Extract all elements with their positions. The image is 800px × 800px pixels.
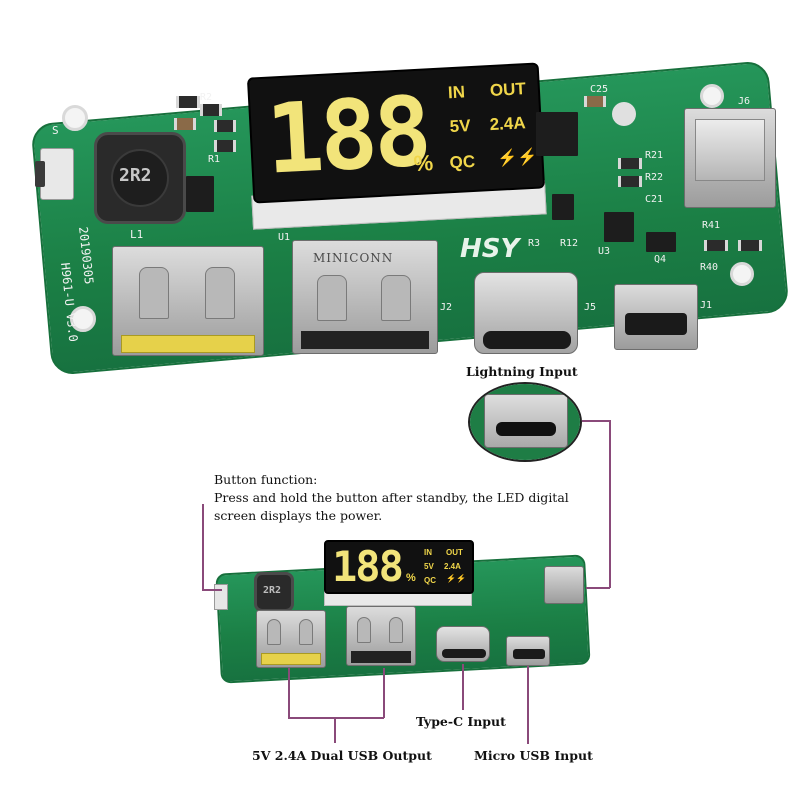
top-lcd-digits: 188 <box>263 75 431 196</box>
top-lcd-display: 188 % IN OUT 5V 2.4A QC ⚡⚡ <box>246 62 546 204</box>
bottom-micro-usb-port <box>506 636 550 666</box>
bottom-lcd-in: IN <box>424 548 432 557</box>
top-ic-u3 <box>604 212 634 242</box>
silk-j5: J5 <box>584 302 597 313</box>
micro-usb-callout-line <box>527 666 529 744</box>
usb-output-line-right <box>383 668 385 718</box>
smd-resistor <box>214 140 236 152</box>
silk-r21: R21 <box>645 150 664 161</box>
silk-c25: C25 <box>590 84 609 95</box>
bottom-lcd-digits: 188 <box>332 542 404 591</box>
silk-logo: HSY <box>460 234 520 264</box>
silk-r1: R1 <box>208 154 221 165</box>
top-lightning-port <box>684 108 776 208</box>
silk-l1: L1 <box>130 228 144 241</box>
smd-resistor <box>618 158 642 169</box>
bottom-inductor-label: 2R2 <box>263 585 282 596</box>
button-function-line-1: Press and hold the button after standby,… <box>214 490 569 505</box>
silk-q4: Q4 <box>654 254 667 265</box>
bottom-lcd-qc: QC <box>424 576 436 585</box>
usb-output-line-left <box>288 668 290 718</box>
mounting-hole-top-right <box>700 84 724 108</box>
top-lcd-bolts: ⚡⚡ <box>497 148 538 168</box>
silk-u3: U3 <box>598 246 611 257</box>
top-usb-a-port-2: MINICONN <box>292 240 438 354</box>
bottom-lcd-5v: 5V <box>424 562 434 571</box>
usb-output-line-bottom <box>288 717 384 719</box>
smd-capacitor <box>612 102 636 126</box>
smd-resistor <box>618 176 642 187</box>
bottom-lcd-percent: % <box>406 572 416 584</box>
silk-c21: C21 <box>645 194 664 205</box>
bottom-usb-a-port-2 <box>346 606 416 666</box>
lightning-input-label: Lightning Input <box>466 364 578 379</box>
silk-j1: J1 <box>700 300 713 311</box>
top-inductor-label: 2R2 <box>119 165 152 186</box>
dual-usb-output-label: 5V 2.4A Dual USB Output <box>252 748 432 763</box>
silk-r2: R2 <box>200 92 213 103</box>
usb-output-line-stem <box>334 717 336 743</box>
top-lcd-percent: % <box>412 150 434 177</box>
smd-resistor <box>214 120 236 132</box>
lightning-callout-line-vertical <box>609 420 611 588</box>
button-function-line-2: screen displays the power. <box>214 508 383 523</box>
typec-input-label: Type-C Input <box>416 714 506 729</box>
smd-resistor <box>176 96 200 108</box>
smd-resistor <box>200 104 222 116</box>
top-lcd-5v: 5V <box>449 116 472 137</box>
silk-j2: J2 <box>440 302 453 313</box>
top-inductor: 2R2 <box>94 132 186 224</box>
usb-brand-label: MINICONN <box>313 251 394 265</box>
bottom-lcd-out: OUT <box>446 548 463 557</box>
smd-resistor <box>738 240 762 251</box>
top-lcd-2-4a: 2.4A <box>489 113 527 135</box>
silk-r22: R22 <box>645 172 664 183</box>
bottom-lcd-display: 188 % IN OUT 5V 2.4A QC ⚡⚡ <box>324 540 474 594</box>
silk-s: S <box>52 124 59 137</box>
top-lcd-qc: QC <box>449 151 476 173</box>
lightning-callout-line-horizontal-top <box>582 420 610 422</box>
top-lcd-in: IN <box>447 82 466 103</box>
silk-r3: R3 <box>528 238 541 249</box>
smd-chip <box>186 176 214 212</box>
top-micro-usb-port <box>614 284 698 350</box>
mounting-hole-top-left <box>62 105 88 131</box>
silk-r40: R40 <box>700 262 719 273</box>
top-ic-q4 <box>646 232 676 252</box>
smd-resistor <box>704 240 728 251</box>
bottom-lcd-2-4a: 2.4A <box>444 562 461 571</box>
bottom-lightning-port <box>544 566 584 604</box>
silk-r41: R41 <box>702 220 721 231</box>
mounting-hole-bottom-right <box>730 262 754 286</box>
smd-capacitor <box>584 96 606 107</box>
button-callout-line-vertical <box>202 504 204 590</box>
top-push-button <box>35 148 74 200</box>
bottom-pcb-photo: 2R2 188 % IN OUT 5V 2.4A QC ⚡⚡ <box>214 540 594 684</box>
top-pcb-photo: S 2R2 R2 R1 188 % IN OUT 5V 2.4A QC ⚡⚡ R… <box>0 0 800 376</box>
micro-usb-input-label: Micro USB Input <box>474 748 593 763</box>
top-ic <box>536 112 578 156</box>
top-typec-port <box>474 272 578 354</box>
silk-j6: J6 <box>738 96 751 107</box>
lightning-callout-line-horizontal-bottom <box>586 587 610 589</box>
top-lcd-out: OUT <box>489 79 527 101</box>
lightning-zoom-circle <box>468 382 582 462</box>
top-usb-a-port-1 <box>112 246 264 356</box>
top-ic-small <box>552 194 574 220</box>
bottom-lcd-bolts: ⚡⚡ <box>446 574 466 583</box>
typec-callout-line <box>462 664 464 710</box>
silk-r12: R12 <box>560 238 579 249</box>
bottom-typec-port <box>436 626 490 662</box>
bottom-push-button <box>214 584 228 610</box>
button-function-title: Button function: <box>214 472 318 487</box>
mounting-hole-bottom-left <box>70 306 96 332</box>
bottom-inductor: 2R2 <box>254 572 294 612</box>
bottom-usb-a-port-1 <box>256 610 326 668</box>
button-callout-line-horizontal <box>202 589 222 591</box>
silk-u1: U1 <box>278 232 291 243</box>
smd-capacitor <box>174 118 196 130</box>
